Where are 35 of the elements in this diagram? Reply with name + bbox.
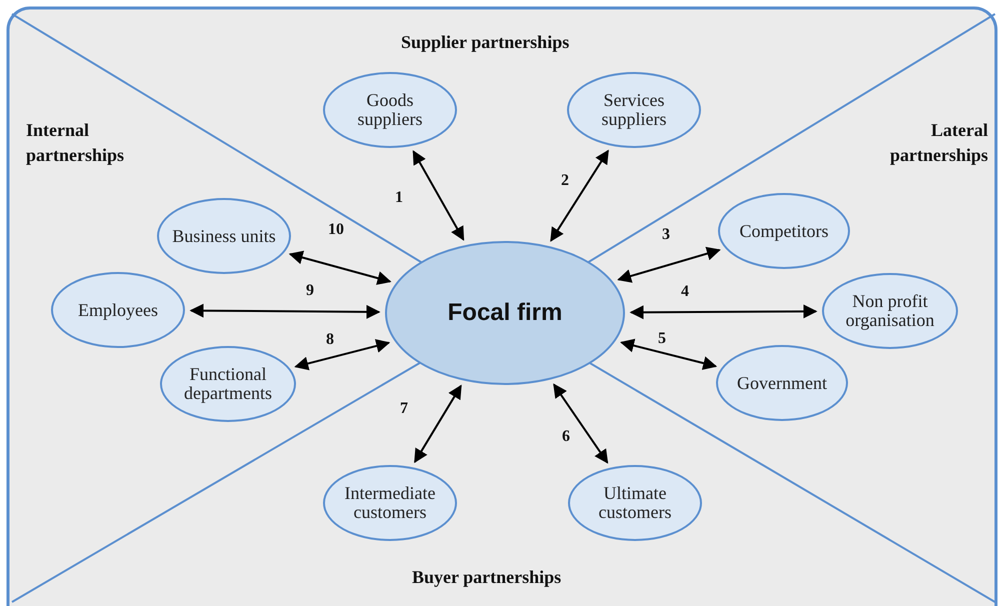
node-label: Goods suppliers: [356, 91, 424, 129]
node-label: Functional departments: [183, 365, 273, 403]
double-arrow: [294, 339, 390, 370]
double-arrow: [190, 304, 380, 319]
edge-label: 5: [658, 330, 666, 348]
node-label: Business units: [172, 226, 276, 246]
double-arrow: [617, 246, 721, 283]
edge-label: 2: [561, 172, 569, 190]
edge-label: 10: [328, 221, 344, 239]
double-arrow: [553, 383, 608, 464]
double-arrow: [550, 150, 609, 242]
region-label: Buyer partnerships: [412, 566, 562, 589]
region-label: Supplier partnerships: [401, 31, 570, 54]
region-label: Internal partnerships: [26, 119, 126, 168]
node-label: Focal firm: [448, 298, 562, 328]
double-arrow: [414, 384, 462, 464]
node-label: Intermediate customers: [344, 484, 436, 522]
double-arrow: [412, 150, 464, 241]
node-label: Government: [737, 374, 827, 392]
edge-label: 4: [681, 283, 689, 301]
node-label: Employees: [78, 300, 158, 320]
node-label: Non profit organisation: [844, 292, 936, 330]
edge-label: 1: [395, 189, 403, 207]
edge-label: 3: [662, 226, 670, 244]
region-label: Lateral partnerships: [888, 119, 988, 168]
double-arrow: [630, 304, 818, 320]
edge-label: 8: [326, 331, 334, 349]
double-arrow: [620, 338, 718, 370]
node-label: Services suppliers: [600, 91, 668, 129]
node-label: Ultimate customers: [598, 484, 672, 522]
double-arrow: [288, 250, 392, 285]
edge-label: 6: [562, 428, 570, 446]
node-label: Competitors: [740, 222, 828, 240]
edge-label: 9: [306, 282, 314, 300]
edge-label: 7: [400, 400, 408, 418]
